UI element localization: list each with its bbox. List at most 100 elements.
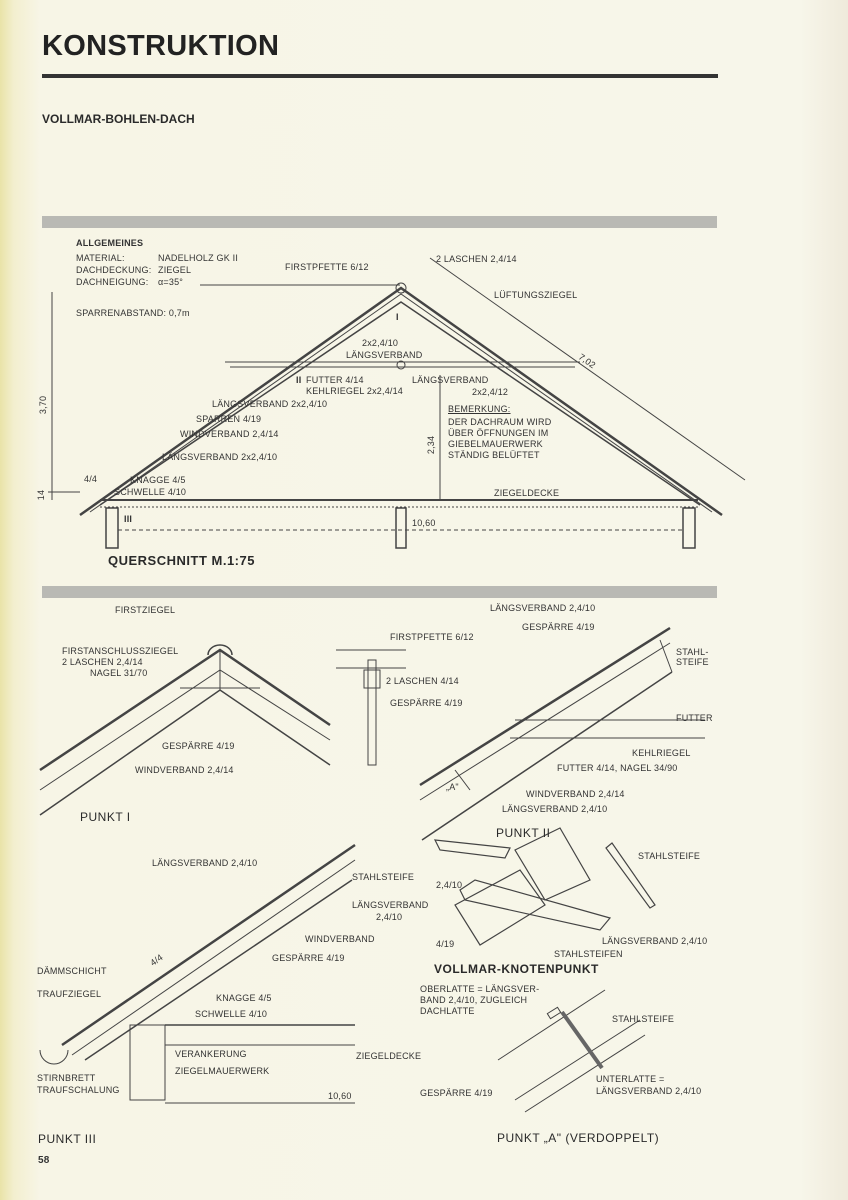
label-oberlatte: OBERLATTE = LÄNGSVER- xyxy=(420,984,540,994)
label-oberlatte: BAND 2,4/10, ZUGLEICH xyxy=(420,995,528,1005)
label-laengsverband: LÄNGSVERBAND xyxy=(412,375,489,385)
label-stahlsteifen: STAHLSTEIFEN xyxy=(554,949,623,959)
label-stahl: STAHL- xyxy=(676,647,709,657)
caption-querschnitt: QUERSCHNITT M.1:75 xyxy=(108,553,255,568)
label-laschen: 2 LASCHEN 4/14 xyxy=(386,676,459,686)
knotenpunkt-drawing xyxy=(433,827,656,946)
caption-knotenpunkt: VOLLMAR-KNOTENPUNKT xyxy=(434,962,599,976)
caption-punkt-a: PUNKT „A" (VERDOPPELT) xyxy=(497,1131,660,1145)
punkt-3-drawing xyxy=(39,843,356,1104)
mark-III: III xyxy=(124,514,133,524)
label-laengsverband: LÄNGSVERBAND 2,4/10 xyxy=(152,858,258,868)
remark-line: GIEBELMAUERWERK xyxy=(448,439,543,449)
label-kehlriegel: KEHLRIEGEL 2x2,4/14 xyxy=(306,386,404,396)
remark-line: STÄNDIG BELÜFTET xyxy=(448,450,540,460)
label-dim: 2x2,4/12 xyxy=(472,387,509,397)
label-knagge: KNAGGE 4/5 xyxy=(130,475,186,485)
dim-14: 14 xyxy=(36,489,47,501)
label-dim: 4/19 xyxy=(436,939,455,949)
caption-punkt-2: PUNKT II xyxy=(496,826,551,840)
remark-line: ÜBER ÖFFNUNGEN IM xyxy=(448,428,549,438)
label-daemmschicht: DÄMMSCHICHT xyxy=(37,966,107,976)
label-traufziegel: TRAUFZIEGEL xyxy=(37,989,102,999)
label-oberlatte: DACHLATTE xyxy=(420,1006,475,1016)
label-lueftungsziegel: LÜFTUNGSZIEGEL xyxy=(494,290,578,300)
material-value: NADELHOLZ GK II xyxy=(158,253,239,263)
dim-span: 10,60 xyxy=(328,1091,352,1101)
label-schwelle: SCHWELLE 4/10 xyxy=(114,487,187,497)
label-traufschalung: TRAUFSCHALUNG xyxy=(37,1085,120,1095)
punkt-a-drawing xyxy=(497,989,646,1113)
remark-title: BEMERKUNG: xyxy=(448,404,511,414)
label-gespaerre: GESPÄRRE 4/19 xyxy=(162,741,235,751)
label-gespaerre: GESPÄRRE 4/19 xyxy=(390,698,463,708)
label-dim: 2,4/10 xyxy=(436,880,463,890)
title-rule xyxy=(42,74,718,78)
roofing-label: DACHDECKUNG: xyxy=(76,265,152,275)
label-unterlatte: LÄNGSVERBAND 2,4/10 xyxy=(596,1086,702,1096)
label-firstpfette: FIRSTPFETTE 6/12 xyxy=(285,262,369,272)
label-laengsverband: LÄNGSVERBAND 2x2,4/10 xyxy=(162,452,278,462)
dim-44: 4/4 xyxy=(84,474,98,484)
general-heading: ALLGEMEINES xyxy=(76,238,144,248)
label-dim: 2,4/10 xyxy=(376,912,403,922)
label-verankerung: VERANKERUNG xyxy=(175,1049,247,1059)
label-sparren: SPARREN 4/19 xyxy=(196,414,262,424)
dim-span: 10,60 xyxy=(412,518,436,528)
label-laengsverband: LÄNGSVERBAND xyxy=(352,900,429,910)
caption-punkt-3: PUNKT III xyxy=(38,1132,97,1146)
label-gespaerre: GESPÄRRE 4/19 xyxy=(420,1088,493,1098)
label-laengsverband: LÄNGSVERBAND 2,4/10 xyxy=(490,603,596,613)
label-futter: FUTTER 4/14 xyxy=(306,375,364,385)
section-bar xyxy=(42,216,717,228)
label-futter: FUTTER xyxy=(676,713,713,723)
label-unterlatte: UNTERLATTE = xyxy=(596,1074,665,1084)
first-detail-drawing xyxy=(336,649,406,766)
label-firstanschluss: FIRSTANSCHLUSSZIEGEL xyxy=(62,646,179,656)
label-stirnbrett: STIRNBRETT xyxy=(37,1073,96,1083)
label-futter-nagel: FUTTER 4/14, NAGEL 34/90 xyxy=(557,763,678,773)
cross-section-drawing xyxy=(48,257,746,549)
dim-height: 3,70 xyxy=(38,395,49,415)
label-windverband: WINDVERBAND 2,4/14 xyxy=(180,429,279,439)
pitch-label: DACHNEIGUNG: xyxy=(76,277,149,287)
label-stahlsteife: STAHLSTEIFE xyxy=(638,851,701,861)
page-title: KONSTRUKTION xyxy=(42,30,280,62)
section-bar xyxy=(42,586,717,598)
label-ziegeldecke: ZIEGELDECKE xyxy=(356,1051,422,1061)
label-firstpfette: FIRSTPFETTE 6/12 xyxy=(390,632,474,642)
label-a: „A" xyxy=(446,782,459,792)
rafter-spacing: SPARRENABSTAND: 0,7m xyxy=(76,308,190,318)
label-ziegeldecke: ZIEGELDECKE xyxy=(494,488,560,498)
label-stahlsteife: STAHLSTEIFE xyxy=(612,1014,675,1024)
mark-II: II xyxy=(296,375,302,385)
label-windverband: WINDVERBAND 2,4/14 xyxy=(135,765,234,775)
label-windverband: WINDVERBAND xyxy=(305,934,375,944)
material-label: MATERIAL: xyxy=(76,253,125,263)
label-laengsverband: LÄNGSVERBAND 2,4/10 xyxy=(602,936,708,946)
label-dim: 2x2,4/10 xyxy=(362,338,399,348)
label-firstziegel: FIRSTZIEGEL xyxy=(115,605,176,615)
label-stahlsteife: STAHLSTEIFE xyxy=(352,872,415,882)
label-laengsverband: LÄNGSVERBAND xyxy=(346,350,423,360)
label-knagge: KNAGGE 4/5 xyxy=(216,993,272,1003)
label-steife: STEIFE xyxy=(676,657,709,667)
label-laschen: 2 LASCHEN 2,4/14 xyxy=(62,657,143,667)
pitch-value: α=35° xyxy=(158,277,184,287)
punkt-2-drawing xyxy=(419,626,705,841)
dim-inner-height: 2,34 xyxy=(426,435,437,455)
punkt-1-drawing xyxy=(39,644,331,816)
label-gespaerre: GESPÄRRE 4/19 xyxy=(522,622,595,632)
label-laengsverband: LÄNGSVERBAND 2,4/10 xyxy=(502,804,608,814)
roofing-value: ZIEGEL xyxy=(158,265,192,275)
label-windverband: WINDVERBAND 2,4/14 xyxy=(526,789,625,799)
mark-I: I xyxy=(396,312,399,322)
caption-punkt-1: PUNKT I xyxy=(80,810,131,824)
label-mauerwerk: ZIEGELMAUERWERK xyxy=(175,1066,270,1076)
page-number: 58 xyxy=(38,1155,50,1166)
label-nagel: NAGEL 31/70 xyxy=(90,668,148,678)
remark-line: DER DACHRAUM WIRD xyxy=(448,417,552,427)
subtitle: VOLLMAR-BOHLEN-DACH xyxy=(42,112,195,126)
label-gespaerre: GESPÄRRE 4/19 xyxy=(272,953,345,963)
label-schwelle: SCHWELLE 4/10 xyxy=(195,1009,268,1019)
